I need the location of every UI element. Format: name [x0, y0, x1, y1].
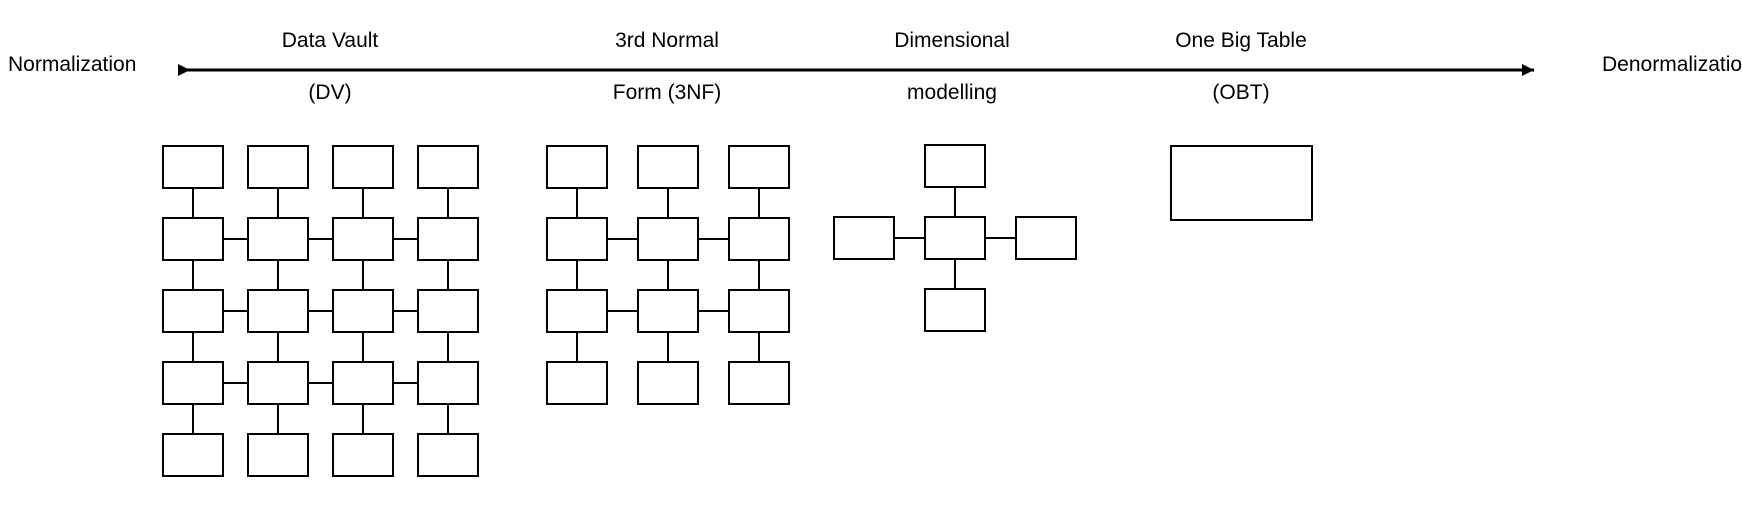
stage-label-data-vault: Data Vault (DV) [180, 2, 480, 132]
stage-label-line2: modelling [907, 81, 997, 104]
axis-label-normalization: Normalization [8, 53, 137, 76]
stage-label-line1: One Big Table [1175, 29, 1307, 52]
stage-label-line2: (OBT) [1212, 81, 1270, 104]
stage-label-dimensional-modelling: Dimensional modelling [802, 2, 1102, 132]
stage-label-third-normal-form: 3rd Normal Form (3NF) [517, 2, 817, 132]
stage-label-line1: Data Vault [281, 29, 379, 52]
stage-label-line2: Form (3NF) [612, 81, 722, 104]
stage-label-one-big-table: One Big Table (OBT) [1091, 2, 1391, 132]
stage-label-line1: Dimensional [894, 29, 1010, 52]
axis-label-denormalization: Denormalization [1602, 53, 1742, 76]
stage-label-line1: 3rd Normal [615, 29, 719, 52]
stage-label-line2: (DV) [308, 81, 352, 104]
